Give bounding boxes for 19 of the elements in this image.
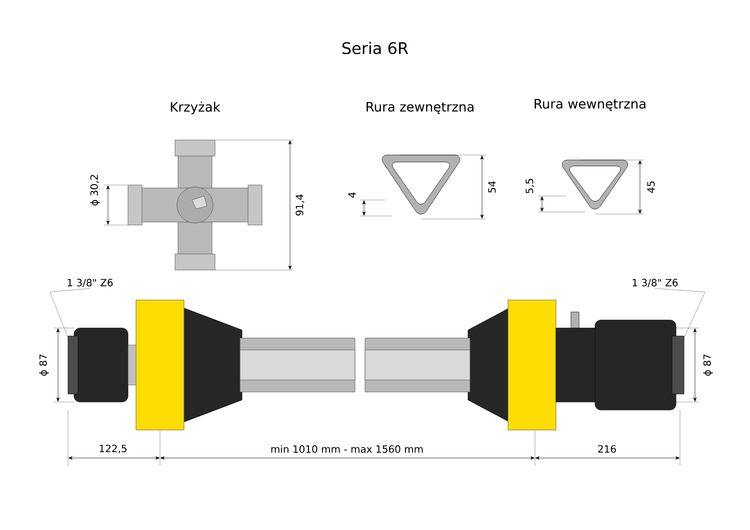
dimension-label: 91,4: [296, 194, 304, 216]
dimension-label: ϕ 30,2: [90, 174, 100, 206]
title: Seria 6R: [342, 42, 408, 54]
dimension-label: 4: [348, 192, 356, 198]
heading: Krzyżak: [170, 102, 220, 114]
leader-line: [654, 288, 706, 338]
heading: Rura zewnętrzna: [366, 102, 474, 114]
dimension-label: 216: [598, 445, 616, 453]
dimension-label: ϕ 87: [39, 354, 49, 376]
dimension-label: 54: [488, 181, 496, 193]
dimension-label: min 1010 mm - max 1560 mm: [271, 445, 423, 453]
dimension-label: 122,5: [100, 444, 126, 454]
heading: Rura wewnętrzna: [534, 99, 646, 111]
leader-line: [50, 288, 90, 338]
dimension-label: 45: [647, 182, 655, 193]
dimension-label: 5,5: [526, 178, 534, 194]
dimension-label: ϕ 87: [703, 354, 713, 376]
dimension-label: 1 3/8" Z6: [632, 278, 678, 288]
dimension-label: 1 3/8" Z6: [68, 278, 113, 288]
